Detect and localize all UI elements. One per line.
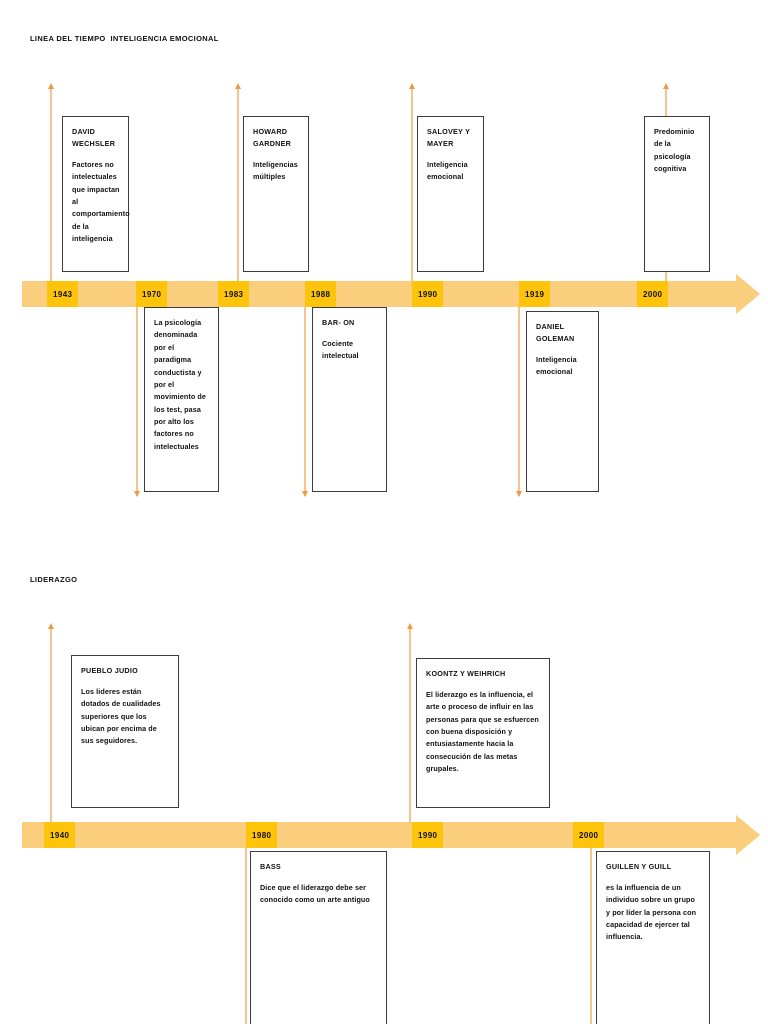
year-badge-1983[interactable]: 1983 bbox=[218, 281, 250, 307]
timeline-arrow-tip-icon bbox=[736, 815, 760, 855]
arrowhead-up-icon bbox=[662, 83, 669, 89]
connector-down-1970 bbox=[133, 292, 140, 497]
event-box-paradigma-conductista[interactable]: La psicología denominada por el paradigm… bbox=[144, 307, 219, 492]
event-box-title: GUILLEN Y GUILL bbox=[606, 862, 672, 871]
event-box-pueblo-judio[interactable]: PUEBLO JUDIO Los lideres están dotados d… bbox=[71, 655, 179, 808]
event-box-predominio-psicologia-cognitiva[interactable]: Predominio de la psicología cognitiva bbox=[644, 116, 710, 272]
event-box-body: Inteligencia emocional bbox=[536, 354, 577, 377]
arrowhead-up-icon bbox=[47, 83, 54, 89]
connector-down-1980 bbox=[245, 847, 247, 1024]
connector-up-1983 bbox=[234, 83, 241, 292]
connector-down-1988 bbox=[301, 292, 308, 497]
event-box-guillen-guill[interactable]: GUILLEN Y GUILL es la influencia de un i… bbox=[596, 851, 710, 1024]
event-box-title: BAR- ON bbox=[322, 318, 355, 327]
arrowhead-up-icon bbox=[408, 83, 415, 89]
year-badge-1943[interactable]: 1943 bbox=[47, 281, 79, 307]
event-box-body: Factores no intelectuales que impactan a… bbox=[72, 159, 130, 243]
event-box-bar-on[interactable]: BAR- ON Cociente intelectual bbox=[312, 307, 387, 492]
event-box-title: KOONTZ Y WEIHRICH bbox=[426, 669, 506, 678]
event-box-koontz-weihrich[interactable]: KOONTZ Y WEIHRICH El liderazgo es la inf… bbox=[416, 658, 550, 808]
arrowhead-down-icon bbox=[301, 491, 308, 497]
connector-up-1990 bbox=[408, 83, 415, 292]
connector-down-1919 bbox=[515, 292, 522, 497]
event-box-title: SALOVEY Y MAYER bbox=[427, 127, 471, 148]
year-badge-1990[interactable]: 1990 bbox=[412, 281, 444, 307]
year-badge-1990[interactable]: 1990 bbox=[412, 822, 444, 848]
event-box-salovey-mayer[interactable]: SALOVEY Y MAYER Inteligencia emocional bbox=[417, 116, 484, 272]
connector-down-2000-liderazgo bbox=[590, 847, 592, 1024]
timeline-arrow-tip-icon bbox=[736, 274, 760, 314]
connector-up-1990-liderazgo bbox=[406, 623, 413, 832]
event-box-body: Cociente intelectual bbox=[322, 338, 359, 361]
event-box-david-wechsler[interactable]: DAVID WECHSLER Factores no intelectuales… bbox=[62, 116, 130, 272]
arrowhead-down-icon bbox=[515, 491, 522, 497]
year-badge-1970[interactable]: 1970 bbox=[136, 281, 168, 307]
event-box-body: es la influencia de un individuo sobre u… bbox=[606, 882, 697, 942]
connector-up-1940 bbox=[47, 623, 54, 832]
year-badge-1919[interactable]: 1919 bbox=[519, 281, 551, 307]
year-badge-1940[interactable]: 1940 bbox=[44, 822, 76, 848]
event-box-title: DAVID WECHSLER bbox=[72, 127, 116, 148]
section-heading-inteligencia-emocional: LINEA DEL TIEMPO INTELIGENCIA EMOCIONAL bbox=[30, 34, 219, 43]
event-box-body: Dice que el liderazgo debe ser conocido … bbox=[260, 882, 370, 905]
event-box-body: Inteligencia emocional bbox=[427, 159, 468, 182]
event-box-bass[interactable]: BASS Dice que el liderazgo debe ser cono… bbox=[250, 851, 387, 1024]
timeline-bar-liderazgo: 1940 1980 1990 2000 bbox=[22, 815, 760, 855]
event-box-daniel-goleman[interactable]: DANIEL GOLEMAN Inteligencia emocional bbox=[526, 311, 599, 492]
event-box-howard-gardner[interactable]: HOWARD GARDNER Inteligencias múltiples bbox=[243, 116, 309, 272]
year-badge-1988[interactable]: 1988 bbox=[305, 281, 337, 307]
event-box-title: PUEBLO JUDIO bbox=[81, 666, 138, 675]
arrowhead-down-icon bbox=[133, 491, 140, 497]
timeline-bar-inteligencia-emocional: 1943 1970 1983 1988 1990 1919 2000 bbox=[22, 274, 760, 314]
event-box-body: El liderazgo es la influencia, el arte o… bbox=[426, 689, 539, 774]
section-heading-liderazgo: LIDERAZGO bbox=[30, 575, 78, 584]
event-box-body: Inteligencias múltiples bbox=[253, 159, 298, 182]
event-box-body: Los lideres están dotados de cualidades … bbox=[81, 686, 161, 746]
event-box-title: BASS bbox=[260, 862, 281, 871]
event-box-title: DANIEL GOLEMAN bbox=[536, 322, 575, 343]
arrowhead-up-icon bbox=[406, 623, 413, 629]
year-badge-2000[interactable]: 2000 bbox=[573, 822, 605, 848]
event-box-body: La psicología denominada por el paradigm… bbox=[154, 318, 207, 451]
arrowhead-up-icon bbox=[47, 623, 54, 629]
year-badge-1980[interactable]: 1980 bbox=[246, 822, 278, 848]
arrowhead-up-icon bbox=[234, 83, 241, 89]
event-box-title: HOWARD GARDNER bbox=[253, 127, 292, 148]
connector-up-1943 bbox=[47, 83, 54, 292]
year-badge-2000[interactable]: 2000 bbox=[637, 281, 669, 307]
event-box-body: Predominio de la psicología cognitiva bbox=[654, 127, 695, 174]
